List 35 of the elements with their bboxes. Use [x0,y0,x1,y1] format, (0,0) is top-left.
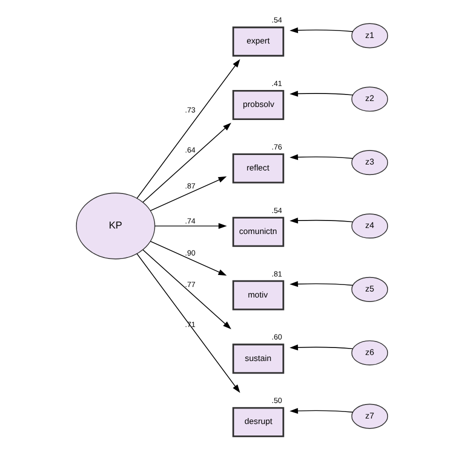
node-label: .81 [271,269,282,278]
edge-label: .64 [184,146,195,155]
edge-label: .73 [184,106,195,115]
edge-label: .90 [184,248,195,258]
node-ellipse: z4 [350,213,388,239]
arrow [289,344,353,350]
node-ellipse: z7 [350,404,388,429]
arrow [136,253,240,393]
node-label: .50 [271,396,282,406]
node-ellipse: KP [75,192,155,260]
arrow [150,240,226,276]
node-ellipse: z2 [350,86,388,112]
arrow [150,176,226,212]
edge-label: .74 [184,216,195,226]
node-ellipse: z6 [350,340,388,366]
node-label: .41 [271,78,282,88]
node-label: .54 [271,206,282,215]
edge-label: .77 [184,280,195,290]
arrow [154,223,226,229]
arrow [142,249,231,330]
node-ellipse: z3 [350,150,388,176]
arrow [289,408,353,414]
node-ellipse: z1 [350,23,388,48]
arrow [289,281,353,287]
node-ellipse: z5 [350,276,388,302]
arrow [142,122,231,203]
arrow [289,90,353,97]
edge-label: .87 [184,182,195,191]
arrow [136,59,240,199]
arrow [289,27,353,34]
node-label: .76 [271,142,282,152]
node-label: .60 [271,332,282,342]
arrow [289,218,353,224]
node-label: .54 [271,16,282,25]
arrow [289,154,353,160]
